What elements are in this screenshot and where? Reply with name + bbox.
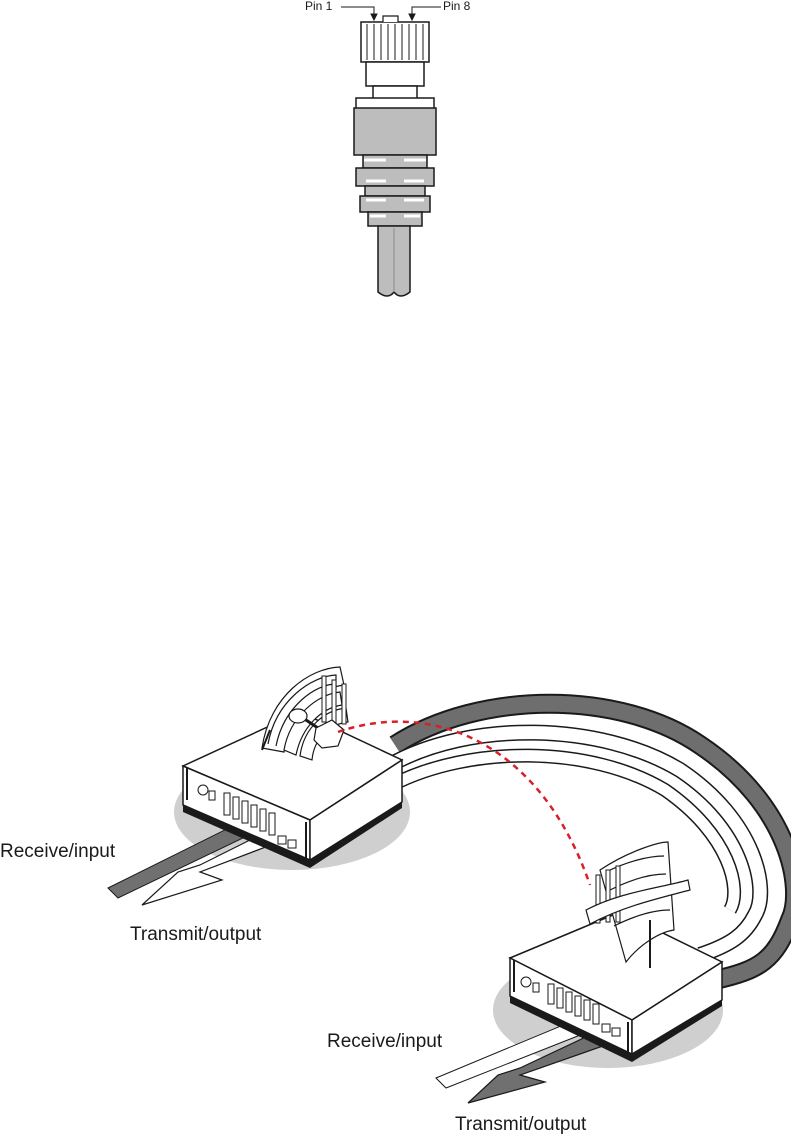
loopback-diagram: Receive/input Transmit/output Receive/in… bbox=[0, 667, 791, 1134]
unit-a-receive-label: Receive/input bbox=[0, 841, 116, 862]
pin-1-leader bbox=[341, 7, 377, 20]
unit-a-antenna bbox=[262, 667, 348, 760]
pin-1-label: Pin 1 bbox=[305, 0, 333, 13]
unit-a-transmit-label: Transmit/output bbox=[130, 924, 262, 945]
unit-b-receive-label: Receive/input bbox=[327, 1031, 443, 1052]
strain-relief bbox=[356, 155, 434, 226]
pin-8-leader bbox=[409, 7, 441, 20]
pin-8-label: Pin 8 bbox=[443, 0, 471, 13]
rj45-connector: Pin 1 Pin 8 bbox=[305, 0, 471, 296]
unit-b-transmit-label: Transmit/output bbox=[455, 1114, 587, 1134]
boot bbox=[354, 108, 436, 155]
latch-body bbox=[366, 62, 424, 86]
